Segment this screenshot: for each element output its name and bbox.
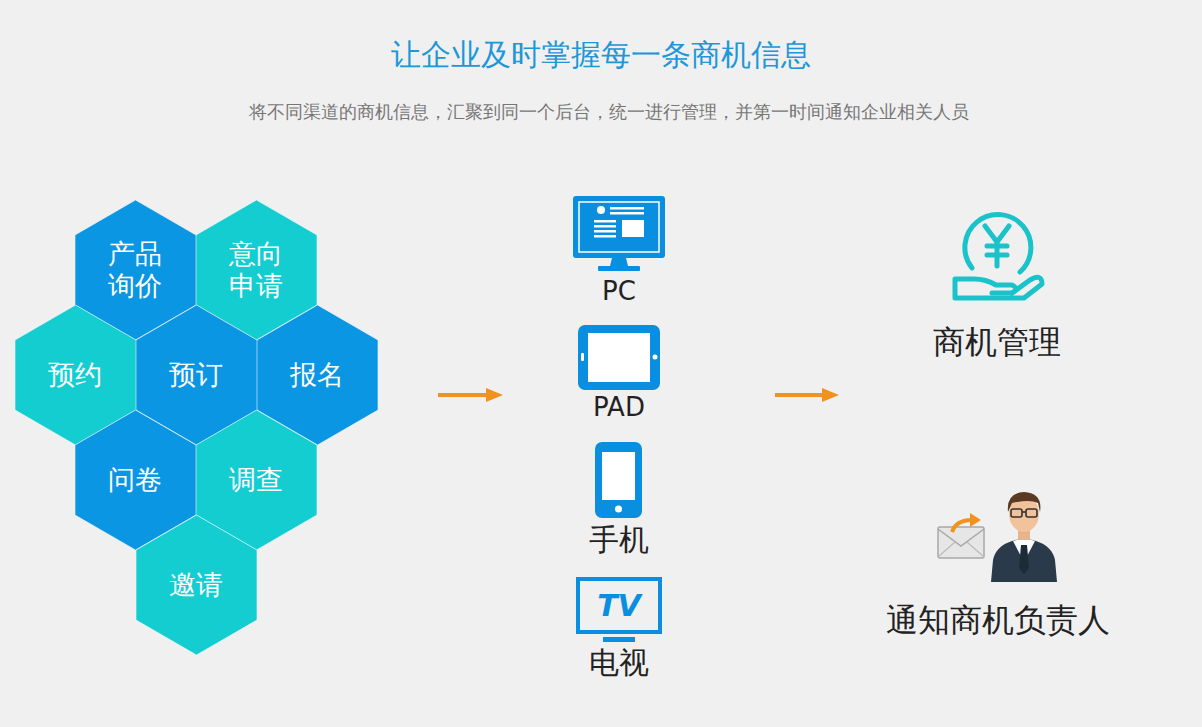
envelope-icon [938,513,984,558]
hexagon-node: 邀请 [136,515,257,655]
node-label: 问卷 [104,464,166,496]
node-label: 预订 [165,359,227,391]
result-label: 通知商机负责人 [886,601,1110,639]
device-label: PAD [593,392,645,423]
device-label: 手机 [589,522,649,558]
node-label: 预约 [44,359,106,391]
phone-icon [595,442,642,518]
tablet-icon [578,325,660,390]
person-icon [991,492,1057,582]
node-label: 产品 询价 [104,238,166,303]
node-label: 调查 [225,464,287,496]
node-label: 报名 [286,359,348,391]
node-label: 邀请 [165,569,227,601]
node-label: 意向 申请 [225,238,287,303]
subtitle: 将不同渠道的商机信息，汇聚到同一个后台，统一进行管理，并第一时间通知企业相关人员 [249,101,969,123]
device-label: 电视 [589,645,649,681]
result-label: 商机管理 [933,323,1061,361]
pc-icon [573,196,665,271]
page-title: 让企业及时掌握每一条商机信息 [391,37,811,73]
tv-icon [578,579,660,642]
tv-mark: TV [597,588,641,624]
money-icon [955,215,1042,298]
device-label: PC [602,276,636,307]
